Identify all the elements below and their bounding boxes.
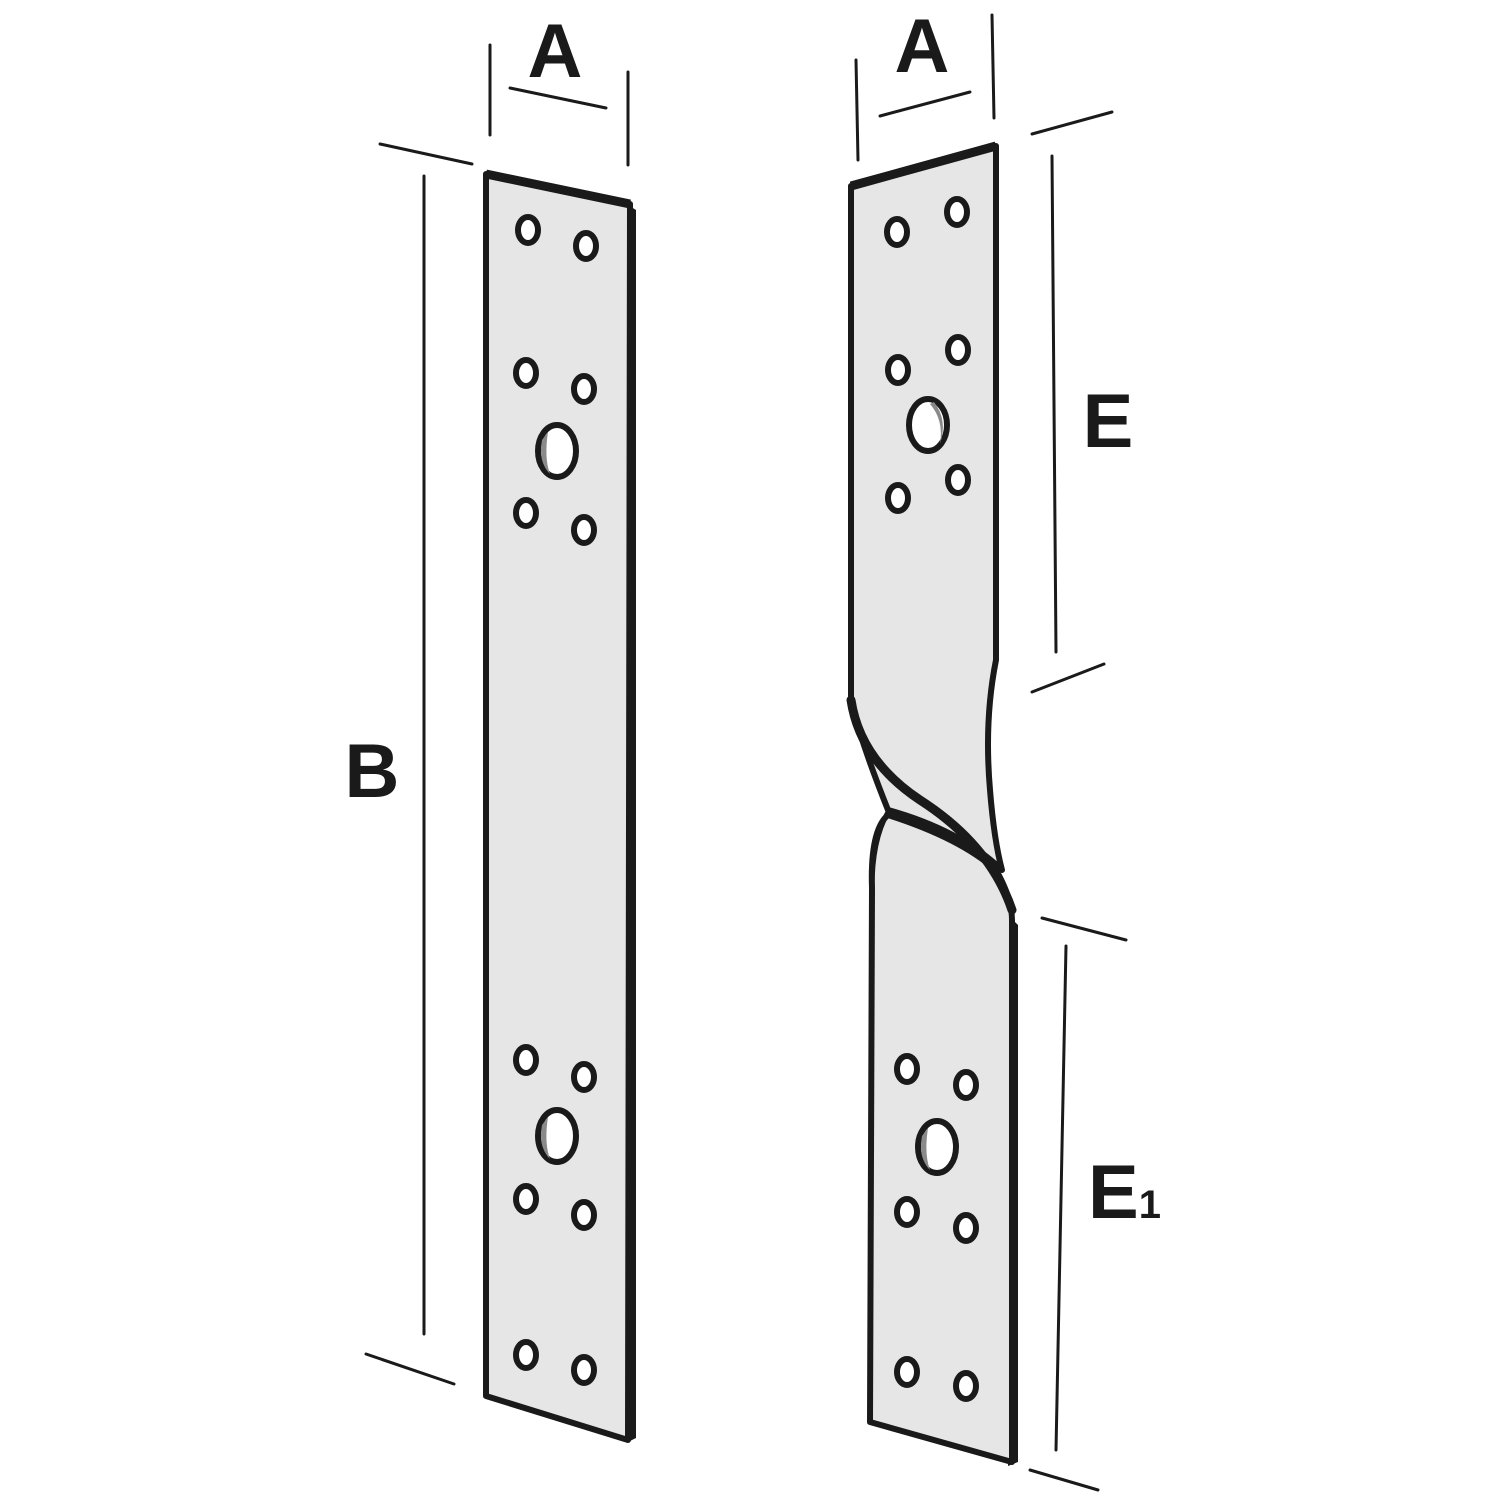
twist-edge [846, 695, 1017, 915]
dimension-line [1054, 944, 1068, 1452]
nail-hole [945, 464, 971, 496]
dimension-label-b: B [345, 729, 400, 814]
extension-line [1030, 110, 1114, 136]
dimension-line [878, 90, 972, 118]
nail-hole [894, 1196, 920, 1228]
dimension-e1: E1 [1028, 916, 1161, 1492]
twisted-strap-top-edge [849, 141, 998, 191]
extension-line [1030, 662, 1106, 694]
nail-hole [513, 1183, 539, 1215]
twisted-strap [846, 141, 1018, 1466]
dimension-label-a-right: A [895, 4, 950, 89]
extension-line [364, 1352, 456, 1386]
nail-hole [573, 230, 599, 262]
nail-hole [894, 1356, 920, 1388]
nail-hole [571, 1354, 597, 1386]
extension-line [1040, 916, 1128, 942]
dimension-label-a-left: A [528, 9, 583, 94]
nail-hole [513, 1339, 539, 1371]
straight-strap-top-edge [485, 169, 631, 209]
dimension-label-e: E [1083, 379, 1134, 464]
nail-hole [953, 1069, 979, 1101]
nail-hole [894, 1053, 920, 1085]
nail-hole [571, 1061, 597, 1093]
nail-hole [945, 334, 971, 366]
nail-hole [885, 482, 911, 514]
twist-edge-inner [869, 810, 891, 889]
extension-line [378, 142, 474, 166]
extension-line [990, 13, 996, 120]
bolt-hole [535, 1107, 579, 1165]
twisted-strap-upper-plate [848, 143, 1005, 873]
dimension-line [1050, 154, 1058, 654]
dimension-label-e1-main: E [1088, 1150, 1139, 1235]
nail-hole [885, 354, 911, 386]
dimension-label-e1: E1 [1088, 1150, 1161, 1235]
dimension-e: E [1030, 110, 1134, 694]
bolt-hole-shading [930, 402, 943, 444]
nail-hole [884, 216, 910, 248]
dimension-a-right: A [854, 4, 996, 162]
dimension-line [508, 86, 608, 110]
nail-hole [953, 1212, 979, 1244]
nail-hole [515, 214, 541, 246]
dimension-b: B [345, 142, 474, 1386]
straight-strap-plate [483, 171, 633, 1443]
bolt-hole [535, 422, 579, 480]
nail-hole [953, 1370, 979, 1402]
bolt-hole-shading [541, 1117, 550, 1159]
nail-hole [513, 1044, 539, 1076]
nail-hole [513, 357, 539, 389]
dimension-label-e1-subscript: 1 [1139, 1183, 1161, 1227]
extension-line [854, 58, 860, 162]
bolt-hole-shading [921, 1128, 930, 1170]
nail-hole [571, 373, 597, 405]
nail-hole [944, 196, 970, 228]
nail-hole [571, 514, 597, 546]
extension-line [1028, 1468, 1100, 1492]
bolt-hole-shading [541, 432, 550, 474]
nail-hole [571, 1199, 597, 1231]
nail-hole [513, 497, 539, 529]
straight-strap [483, 169, 636, 1443]
bolt-hole [915, 1118, 959, 1176]
dimension-a-left: A [488, 9, 630, 167]
